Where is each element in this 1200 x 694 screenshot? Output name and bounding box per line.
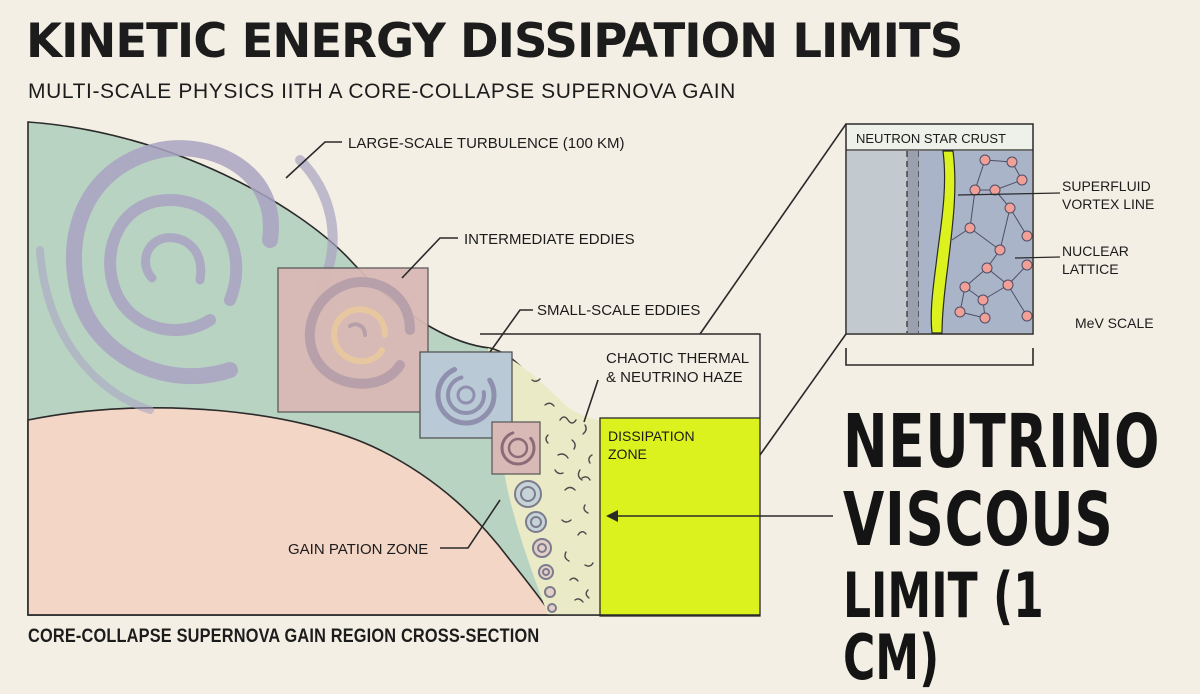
label-small-scale: SMALL-SCALE EDDIES <box>537 302 700 319</box>
superfluid-vortex-line <box>930 150 956 334</box>
label-intermediate: INTERMEDIATE EDDIES <box>464 231 635 248</box>
label-chaotic-1: CHAOTIC THERMAL <box>606 350 749 367</box>
callout-line-1: NEUTRINO <box>843 399 1161 485</box>
large-eddy-swirls <box>36 140 338 414</box>
label-lattice-1: NUCLEAR <box>1062 243 1129 259</box>
intermediate-eddy-box <box>277 267 429 413</box>
label-lattice-2: LATTICE <box>1062 261 1119 277</box>
smallest-eddy-cascade <box>514 480 557 613</box>
label-dissipation-2: ZONE <box>608 446 647 462</box>
label-large-scale: LARGE-SCALE TURBULENCE (100 KM) <box>348 135 624 152</box>
label-dissipation-1: DISSIPATION <box>608 428 695 444</box>
callout-line-2: VISCOUS <box>843 477 1114 563</box>
haze-region <box>488 348 600 615</box>
callout-line-3: LIMIT (1 CM) <box>843 559 1044 694</box>
inset-title: NEUTRON STAR CRUST <box>856 131 1006 146</box>
intermediate-eddy-swirls <box>304 277 415 389</box>
page-subtitle: MULTI-SCALE PHYSICS IITH A CORE-COLLAPSE… <box>28 80 736 103</box>
haze-squiggles <box>531 378 594 603</box>
label-vortex-2: VORTEX LINE <box>1062 196 1154 212</box>
core-region <box>27 407 554 616</box>
page-title: KINETIC ENERGY DISSIPATION LIMITS <box>26 14 963 69</box>
lattice-nodes <box>954 154 1033 324</box>
leader-lines <box>285 123 1034 549</box>
inset-pointers <box>957 192 1061 259</box>
label-scale: MeV SCALE <box>1075 315 1154 331</box>
label-vortex-1: SUPERFLUID <box>1062 178 1151 194</box>
figure-caption: CORE-COLLAPSE SUPERNOVA GAIN REGION CROS… <box>28 626 540 647</box>
diagram-canvas: LARGE-SCALE TURBULENCE (100 KM) INTERMED… <box>27 121 1154 617</box>
label-chaotic-2: & NEUTRINO HAZE <box>606 369 743 386</box>
diagram-page: KINETIC ENERGY DISSIPATION LIMITS MULTI-… <box>26 14 1159 689</box>
label-gain-zone: GAIN PATION ZONE <box>288 541 428 558</box>
frame-outline <box>480 333 761 418</box>
tiny-eddy-swirls <box>500 430 536 466</box>
small-eddy-swirls <box>435 364 497 426</box>
viscous-limit-callout: NEUTRINO VISCOUS LIMIT (1 CM) <box>843 405 1183 689</box>
dissipation-zone <box>599 417 761 617</box>
